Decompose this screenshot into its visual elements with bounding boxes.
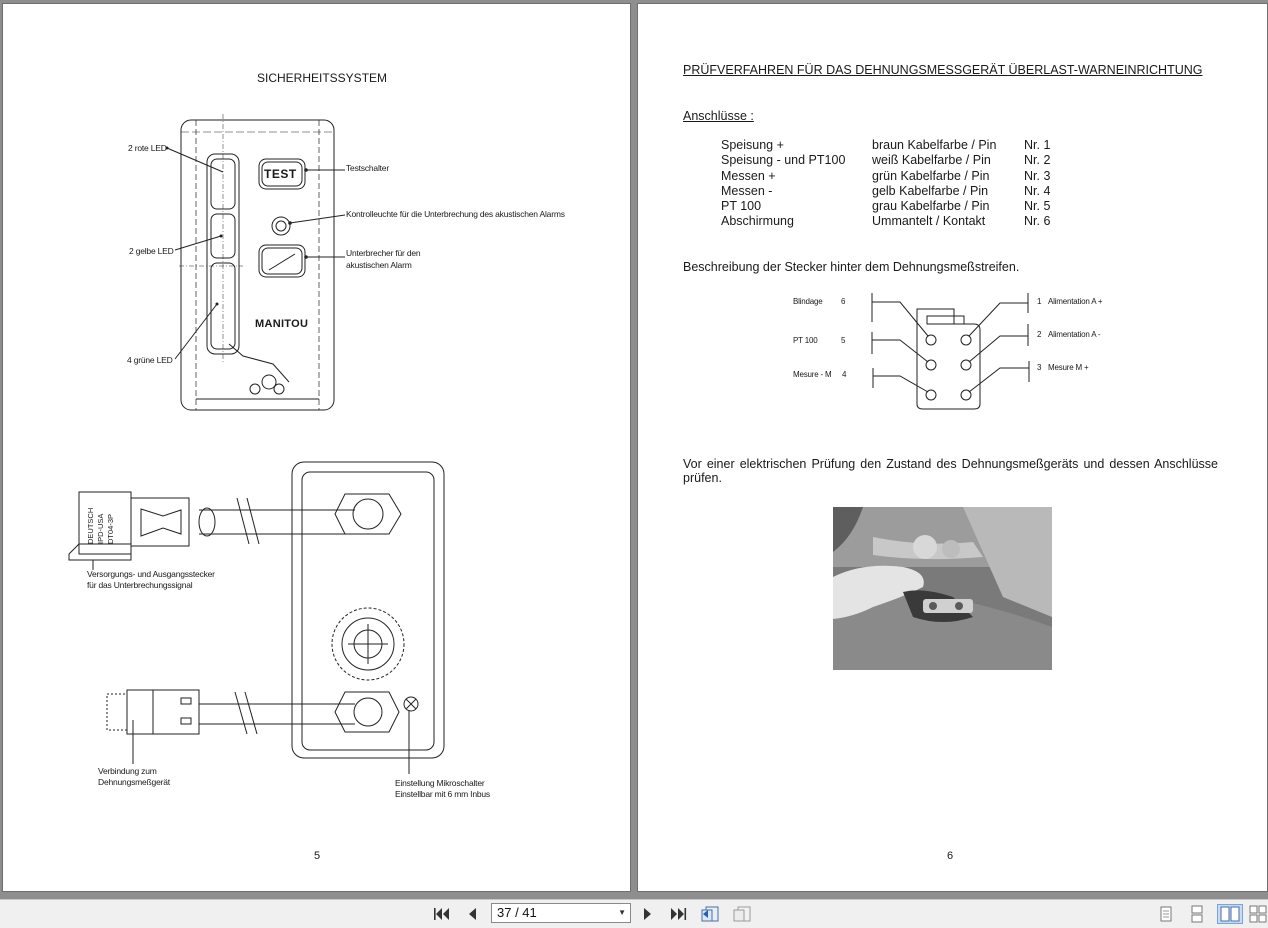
first-page-icon[interactable] [431, 904, 453, 924]
connection-color: weiß Kabelfarbe / Pin [872, 153, 991, 167]
micro-label-2: Einstellbar mit 6 mm Inbus [395, 789, 490, 799]
micro-label-1: Einstellung Mikroschalter [395, 778, 485, 788]
previous-page-icon[interactable] [461, 904, 483, 924]
page-number: 6 [947, 850, 954, 862]
page-title: SICHERHEITSSYSTEM [257, 71, 388, 85]
pin-right-label: Alimentation A - [1048, 330, 1101, 339]
pin-left-label: PT 100 [793, 336, 818, 345]
connection-name: Speisung - und PT100 [721, 153, 846, 167]
pin-left-label: Blindage [793, 297, 823, 306]
plug-pin-diagram [871, 293, 1030, 410]
control-lamp-label: Kontrolleuchte für die Unterbrechung des… [346, 209, 565, 219]
pin-right-num: 2 [1037, 330, 1042, 339]
pin-right-num: 1 [1037, 297, 1042, 306]
yellow-led-label: 2 gelbe LED [129, 246, 174, 256]
connection-name: Messen - [721, 184, 773, 198]
green-led-label: 4 grüne LED [127, 355, 173, 365]
breaker-label-1: Unterbrecher für den [346, 248, 421, 258]
connection-name: Messen + [721, 169, 776, 183]
page-6: PRÜFVERFAHREN FÜR DAS DEHNUNGSMESSGERÄT … [638, 4, 1267, 891]
gauge-label-2: Dehnungsmeßgerät [98, 777, 170, 787]
page-title: PRÜFVERFAHREN FÜR DAS DEHNUNGSMESSGERÄT … [683, 63, 1203, 77]
page-number: 5 [314, 850, 321, 862]
two-page-continuous-icon[interactable] [1248, 904, 1268, 924]
two-page-icon[interactable] [1217, 904, 1243, 924]
connection-nr: Nr. 4 [1024, 184, 1051, 198]
pin-right-num: 3 [1037, 363, 1042, 372]
pin-left-num: 5 [841, 336, 846, 345]
red-led-label: 2 rote LED [128, 143, 167, 153]
connection-nr: Nr. 1 [1024, 138, 1051, 152]
test-button-text: TEST [264, 167, 297, 181]
connector-text-3: DT04-3P [106, 513, 115, 544]
document-viewer: SICHERHEITSSYSTEM [0, 0, 1268, 899]
connection-nr: Nr. 5 [1024, 199, 1051, 213]
page-number-input[interactable]: 37 / 41 ▼ [491, 903, 631, 923]
page-indicator: 37 / 41 [497, 905, 537, 920]
next-page-icon[interactable] [637, 904, 659, 924]
connection-color: braun Kabelfarbe / Pin [872, 138, 997, 152]
connector-text-2: IPD-USA [96, 513, 105, 544]
previous-view-icon[interactable] [700, 904, 722, 924]
connection-color: grau Kabelfarbe / Pin [872, 199, 990, 213]
connection-color: Ummantelt / Kontakt [872, 214, 986, 228]
check-instruction: Vor einer elektrischen Prüfung den Zusta… [683, 457, 1218, 485]
safety-system-diagram [68, 114, 445, 774]
connection-name: PT 100 [721, 199, 762, 213]
next-view-icon[interactable] [732, 904, 754, 924]
connection-name: Speisung + [721, 138, 784, 152]
pin-left-label: Mesure - M [793, 370, 832, 379]
connector-text-1: DEUTSCH [86, 507, 95, 544]
navigation-toolbar: 37 / 41 ▼ [0, 899, 1268, 928]
connection-nr: Nr. 2 [1024, 153, 1051, 167]
connection-name: Abschirmung [721, 214, 794, 228]
chevron-down-icon[interactable]: ▼ [618, 908, 626, 917]
connection-nr: Nr. 3 [1024, 169, 1051, 183]
plug-description: Beschreibung der Stecker hinter dem Dehn… [683, 260, 1020, 274]
connector-photo [833, 507, 1052, 670]
connections-heading: Anschlüsse : [683, 109, 754, 123]
test-switch-label: Testschalter [346, 163, 389, 173]
gauge-label-1: Verbindung zum [98, 766, 157, 776]
manitou-logo: MANITOU [255, 318, 309, 330]
page-5: SICHERHEITSSYSTEM [3, 4, 630, 891]
pin-left-num: 4 [842, 370, 847, 379]
connection-color: gelb Kabelfarbe / Pin [872, 184, 989, 198]
single-page-icon[interactable] [1155, 904, 1177, 924]
connection-color: grün Kabelfarbe / Pin [872, 169, 990, 183]
pin-right-label: Mesure M + [1048, 363, 1089, 372]
supply-label-2: für das Unterbrechungssignal [87, 580, 193, 590]
supply-label-1: Versorgungs- und Ausgangsstecker [87, 569, 215, 579]
connection-nr: Nr. 6 [1024, 214, 1051, 228]
last-page-icon[interactable] [667, 904, 689, 924]
pin-left-num: 6 [841, 297, 846, 306]
continuous-icon[interactable] [1186, 904, 1208, 924]
breaker-label-2: akustischen Alarm [346, 260, 412, 270]
pin-right-label: Alimentation A + [1048, 297, 1103, 306]
